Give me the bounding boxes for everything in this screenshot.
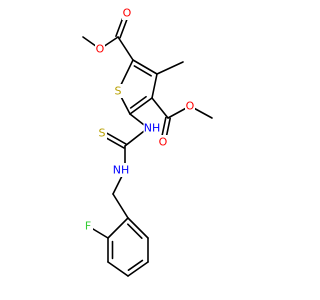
atom-label-background [95, 42, 105, 56]
oxygen-atom-label: O [123, 7, 132, 20]
ring-double-bond [127, 223, 143, 239]
atom-label-background [158, 135, 168, 149]
sulfur-atom-label: S [99, 127, 106, 140]
ring-bond [151, 73, 158, 99]
atom-label-background [185, 99, 195, 113]
bond [151, 97, 169, 119]
ring-double-bond [132, 59, 158, 75]
atom-label-background [122, 6, 132, 20]
fluorine-atom-label: F [85, 220, 91, 233]
ring-double-bond [133, 65, 152, 77]
ring-bond [107, 217, 129, 239]
molecule-structure: O O O O S NH S NH F [82, 6, 213, 277]
atom-label-background [83, 219, 93, 233]
ring-bond [107, 261, 129, 277]
oxygen-atom-label: O [159, 136, 168, 149]
atom-label-background [113, 84, 123, 98]
oxygen-atom-label: O [96, 43, 105, 56]
methyl-bond [156, 61, 184, 75]
atom-label-background [112, 163, 130, 177]
nh-atom-label: NH [113, 164, 130, 177]
ring-double-bond [129, 97, 153, 115]
bond [112, 193, 129, 219]
sulfur-atom-label: S [115, 85, 122, 98]
ring-double-bond [127, 259, 144, 272]
nh-atom-label: NH [144, 122, 161, 135]
ring-double-bond [127, 217, 149, 239]
atom-label-layer: O O O O S NH S NH F [83, 6, 195, 233]
oxygen-atom-label: O [186, 100, 195, 113]
bond [117, 36, 134, 61]
atom-label-background [143, 121, 161, 135]
ring-double-bond [129, 95, 147, 109]
ring-double-bond [127, 261, 149, 277]
atom-label-background [97, 126, 107, 140]
